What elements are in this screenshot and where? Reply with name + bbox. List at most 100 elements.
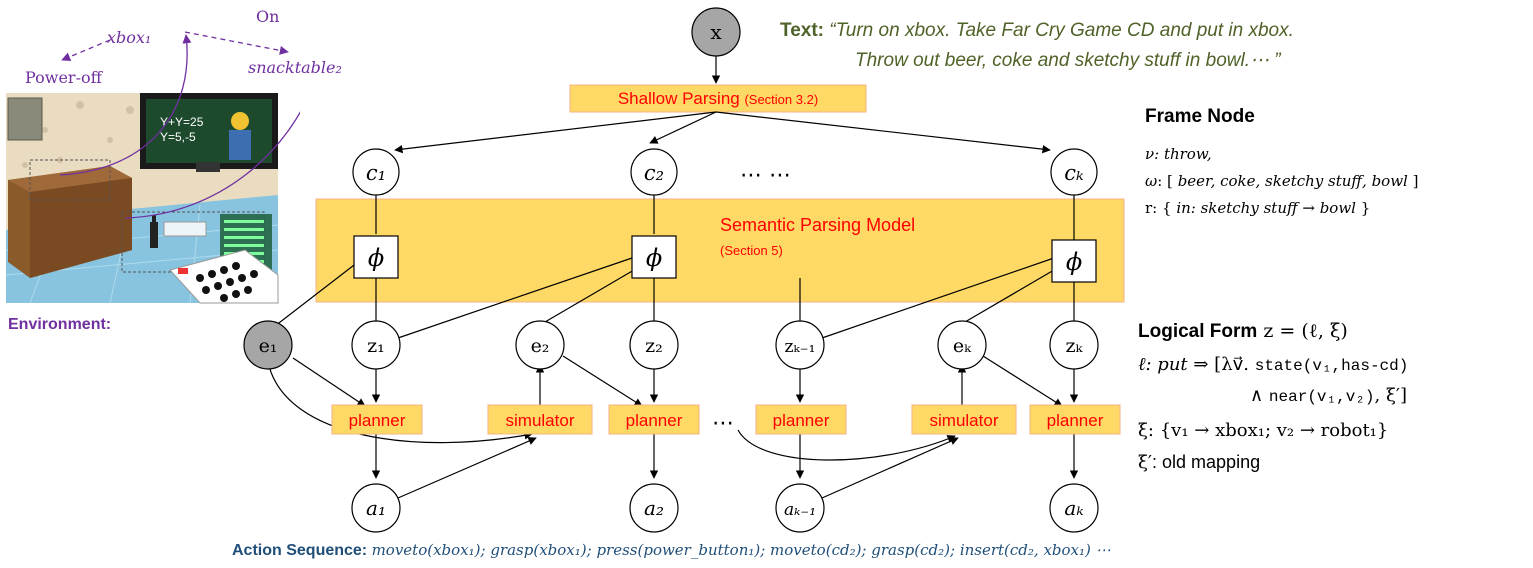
logical-near: near(v₁,v₂) <box>1268 388 1375 406</box>
node-ek <box>937 320 987 370</box>
on-label: On <box>256 7 280 26</box>
logical-form-tuple: z = (ℓ, ξ) <box>1257 320 1348 342</box>
text-quote-2: Throw out beer, coke and sketchy stuff i… <box>855 50 1281 71</box>
logical-line-3: ξ: {v₁ → xbox₁; v₂ → robot₁} <box>1138 420 1389 441</box>
node-ck <box>1050 148 1098 196</box>
node-phi-1-label: ϕ <box>368 244 384 272</box>
edge-e2-phi2 <box>544 269 635 323</box>
node-zk1-label: zₖ₋₁ <box>785 337 816 357</box>
edge-e2-planner <box>562 355 643 407</box>
snacktable-label: snacktable₂ <box>248 58 342 77</box>
edge-shallow-c2 <box>649 111 717 144</box>
frame-r-row: r: { in: sketchy stuff → bowl } <box>1145 199 1370 217</box>
logical-lambda: ⇒ [λv⃗. <box>1187 354 1255 375</box>
edge-prev-simulator-curve <box>737 429 956 461</box>
logical-old-mapping: : old mapping <box>1152 452 1261 472</box>
simulator-box-1 <box>487 404 593 435</box>
bottle <box>150 222 158 248</box>
node-e2-label: e₂ <box>531 335 550 357</box>
frame-r-prefix: r: { <box>1145 199 1177 217</box>
logical-and: ∧ <box>1250 385 1269 406</box>
teacher-body <box>229 130 251 160</box>
frame-r-suffix: } <box>1355 199 1371 217</box>
node-phi-k-label: ϕ <box>1066 248 1082 276</box>
logical-state: state(v₁,has-cd) <box>1254 357 1409 375</box>
logical-xi-prime: ξ′ <box>1138 452 1153 473</box>
simulator-box-2 <box>911 404 1017 435</box>
node-zk-label: zₖ <box>1066 335 1084 357</box>
semantic-parsing-section: (Section 5) <box>720 243 783 258</box>
planner-box-3 <box>755 404 847 435</box>
environment-panel: Y+Y=25 Y=5,-5 <box>5 31 300 304</box>
shallow-parsing-section: (Section 3.2) <box>744 92 819 107</box>
environment-label: Environment: <box>8 316 112 333</box>
node-ak-label: aₖ <box>1064 496 1083 520</box>
node-a2 <box>629 483 679 533</box>
edge-e1-planner <box>292 357 366 407</box>
node-c2 <box>630 148 678 196</box>
simulator-1-label: simulator <box>506 411 575 430</box>
board-line-1: Y+Y=25 <box>160 115 204 129</box>
frame-v-row: ν: throw, <box>1145 145 1212 163</box>
logical-form-title-row: Logical Form z = (ℓ, ξ) <box>1138 320 1348 343</box>
logical-close: , ξ′] <box>1374 385 1407 406</box>
node-e1 <box>243 320 293 370</box>
xbox-label: xbox₁ <box>107 28 152 47</box>
node-ek-label: eₖ <box>953 335 972 357</box>
frame-v-value: : throw, <box>1154 145 1212 163</box>
node-c1-label: c₁ <box>366 161 386 185</box>
logical-form-title: Logical Form <box>1138 321 1258 342</box>
shallow-parsing-label: Shallow Parsing (Section 3.2) <box>570 89 866 109</box>
text-quote-1: “Turn on xbox. Take Far Cry Game CD and … <box>829 20 1294 41</box>
frame-w-symbol: ω <box>1145 172 1158 190</box>
environment-arrows <box>59 31 300 219</box>
power-off-label: Power-off <box>25 68 102 87</box>
edge-shallow-c1 <box>394 111 717 154</box>
node-phi-k <box>1051 239 1097 283</box>
node-z1 <box>351 320 401 370</box>
frame-node-title: Frame Node <box>1145 106 1255 127</box>
frame-w-row: ω: [ beer, coke, sketchy stuff, bowl ] <box>1145 172 1418 190</box>
node-e2 <box>515 320 565 370</box>
node-z2 <box>629 320 679 370</box>
node-zk1 <box>775 320 825 370</box>
text-line-1: Text: “Turn on xbox. Take Far Cry Game C… <box>780 20 1294 42</box>
planner-1-label: planner <box>349 411 406 430</box>
ellipsis-middle: ⋯ ⋯ <box>740 163 791 188</box>
logical-line-2: ∧ near(v₁,v₂), ξ′] <box>1250 385 1407 406</box>
edge-ak1-simulator <box>821 437 959 499</box>
environment-scene: Y+Y=25 Y=5,-5 <box>5 93 279 304</box>
ellipsis-lower: ⋯ <box>712 411 734 436</box>
wall-picture <box>7 97 43 141</box>
planner-4-label: planner <box>1047 411 1104 430</box>
frame-w-value: beer, coke, sketchy stuff, bowl <box>1177 172 1408 190</box>
node-x-label: x <box>710 20 722 44</box>
logical-line-4: ξ′: old mapping <box>1138 452 1260 473</box>
simulator-2-label: simulator <box>930 411 999 430</box>
frame-w-prefix: : [ <box>1157 172 1178 190</box>
node-a1 <box>351 483 401 533</box>
logical-put: put <box>1157 354 1188 375</box>
edge-z1-phi2 <box>397 257 633 339</box>
action-sequence-label: Action Sequence: <box>232 542 372 559</box>
board-line-2: Y=5,-5 <box>160 130 196 144</box>
table-link-arrow <box>124 110 300 219</box>
logical-l-symbol: ℓ: <box>1138 354 1158 375</box>
node-c1 <box>352 148 400 196</box>
edge-ek-phik <box>964 269 1055 323</box>
node-a1-label: a₁ <box>366 496 386 520</box>
node-phi-2 <box>631 235 677 279</box>
planner-box-2 <box>608 404 700 435</box>
node-phi-2-label: ϕ <box>646 244 662 272</box>
node-ck-label: cₖ <box>1064 161 1084 185</box>
frame-r-value: in: sketchy stuff → bowl <box>1176 199 1356 217</box>
edge-ek-planner <box>982 355 1063 407</box>
planner-box-1 <box>331 404 423 435</box>
edge-shallow-ck <box>715 111 1051 154</box>
node-ak1-label: aₖ₋₁ <box>784 500 816 520</box>
node-a2-label: a₂ <box>644 496 664 520</box>
node-phi-1 <box>353 235 399 279</box>
xbox-highlight <box>29 159 111 201</box>
shallow-parsing-title: Shallow Parsing <box>617 89 745 108</box>
